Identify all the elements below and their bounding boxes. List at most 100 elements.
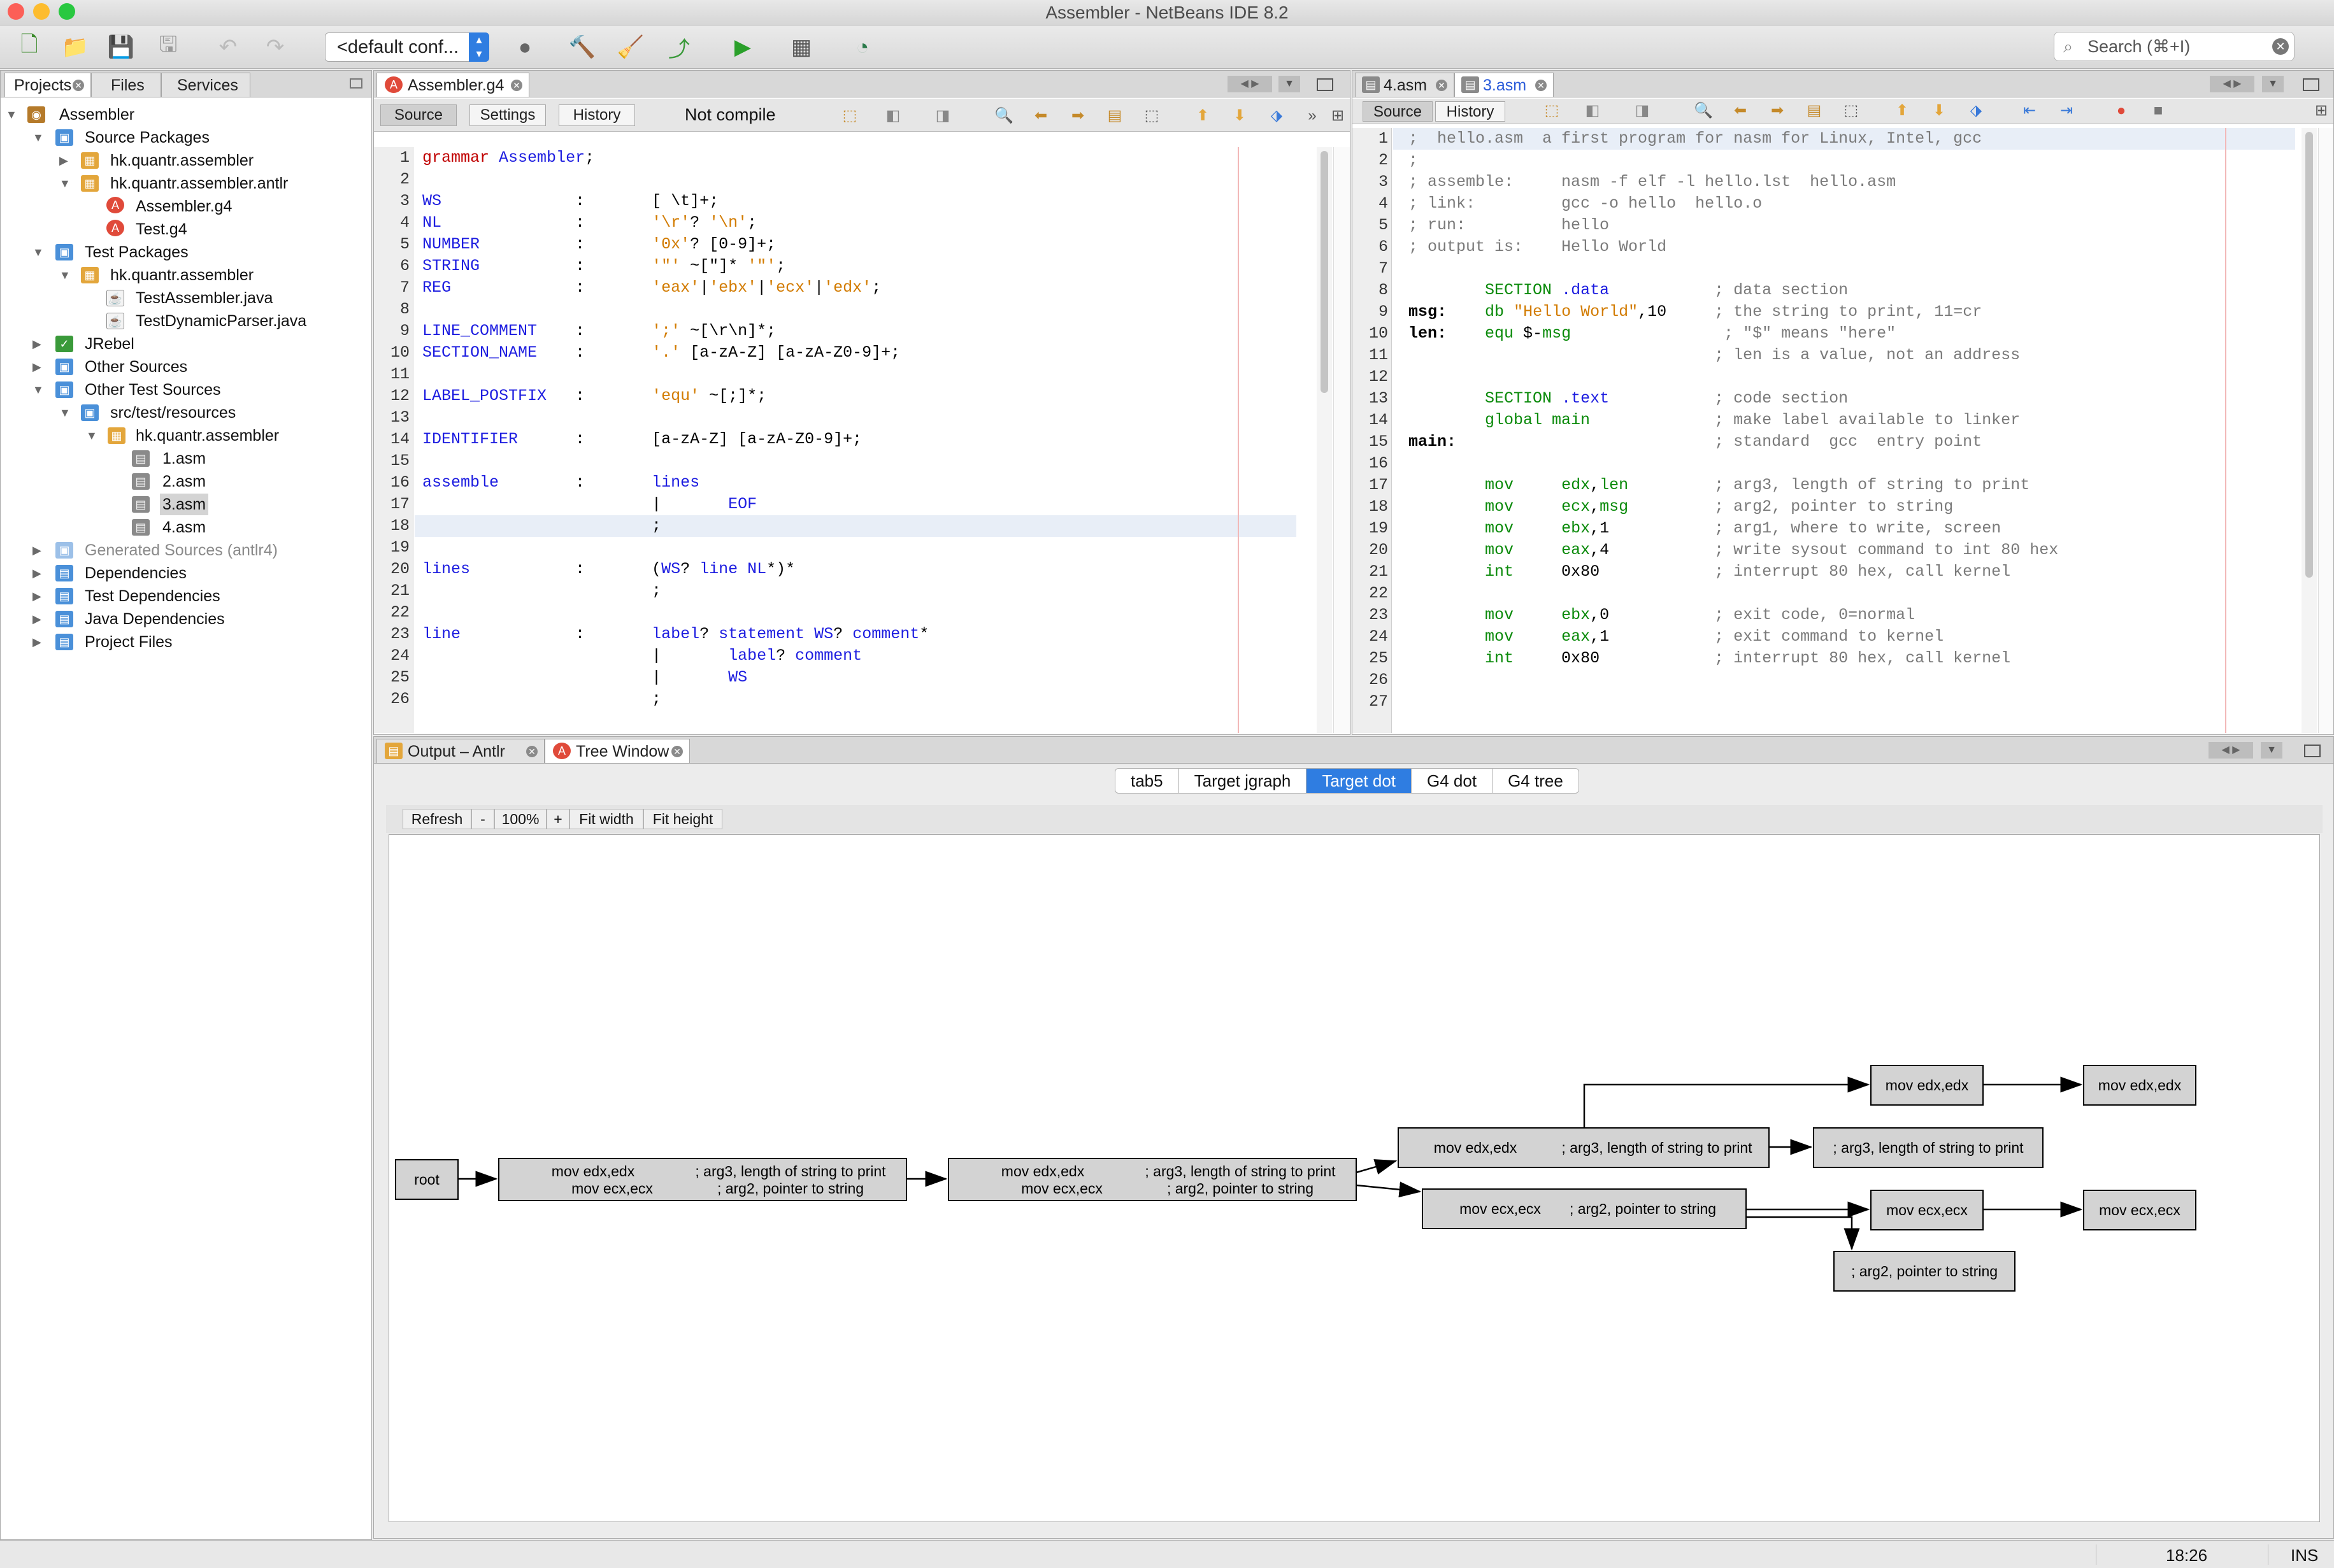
show-opened-documents-icon[interactable]: ▼ [2261, 742, 2282, 759]
graph-node[interactable] [1422, 1188, 1747, 1229]
scroll-left-icon[interactable]: ◀ ▶ [2209, 742, 2253, 759]
close-window-button[interactable] [8, 3, 24, 20]
new-project-icon[interactable]: 📁 [61, 35, 89, 59]
refresh-button[interactable]: Refresh [403, 809, 471, 829]
forward-icon[interactable]: ◨ [935, 107, 950, 124]
clear-search-icon[interactable]: ✕ [2272, 38, 2289, 55]
clean-build-icon[interactable]: 🧹 [617, 35, 645, 59]
tree-item[interactable]: hk.quantr.assembler [110, 152, 254, 169]
graph-node[interactable] [1398, 1127, 1770, 1168]
tab-g4-dot[interactable]: G4 dot [1412, 769, 1493, 793]
tab-files[interactable]: Files [91, 73, 161, 97]
tree-item[interactable]: Other Sources [85, 358, 188, 376]
graph-node[interactable] [1833, 1251, 2015, 1292]
tree-item[interactable]: Assembler.g4 [136, 197, 233, 215]
toggle-highlight-icon[interactable]: ▤ [1107, 107, 1122, 124]
graph-node[interactable] [498, 1158, 907, 1201]
find-previous-icon[interactable]: ⬅ [1034, 107, 1048, 124]
source-button[interactable]: Source [380, 104, 457, 126]
graph-node[interactable] [2083, 1190, 2196, 1230]
tree-item[interactable]: Test Packages [85, 243, 189, 261]
open-project-icon[interactable]: 💾 [107, 35, 135, 59]
tree-item[interactable]: src/test/resources [110, 404, 236, 422]
graph-node[interactable] [1870, 1190, 1984, 1230]
scroll-left-icon[interactable]: ◀ ▶ [2210, 76, 2254, 92]
search-input[interactable]: ⌕ Search (⌘+I) ✕ [2054, 32, 2295, 61]
back-icon[interactable]: ◧ [1585, 102, 1600, 119]
zoom-in-button[interactable]: + [547, 809, 569, 829]
record-macro-icon[interactable]: ● [2116, 102, 2126, 119]
graph-node[interactable] [395, 1159, 459, 1200]
tab-services[interactable]: Services [161, 73, 250, 97]
toggle-rect-select-icon[interactable]: ⬚ [1144, 107, 1159, 124]
globe-icon[interactable]: ● [518, 34, 532, 59]
scrollbar-thumb[interactable] [1321, 151, 1328, 393]
shift-left-icon[interactable]: ⇤ [2023, 102, 2037, 119]
minimize-panel-icon[interactable] [350, 78, 362, 89]
find-icon[interactable]: 🔍 [994, 107, 1013, 124]
tree-item[interactable]: Assembler [59, 106, 135, 124]
shift-right-icon[interactable]: ⇥ [2059, 102, 2073, 119]
close-icon[interactable]: ✕ [511, 80, 522, 91]
redo-icon[interactable]: ↷ [266, 35, 285, 59]
next-bookmark-icon[interactable]: ⬇ [1233, 107, 1247, 124]
fit-width-button[interactable]: Fit width [569, 809, 643, 829]
collapse-arrow-icon[interactable]: ▶ [32, 590, 41, 602]
tree-item[interactable]: 2.asm [162, 473, 206, 490]
close-icon[interactable]: ✕ [1436, 80, 1447, 91]
tree-item[interactable]: Generated Sources (antlr4) [85, 541, 278, 559]
new-file-icon[interactable]: 🗋 [20, 32, 38, 57]
minimize-window-button[interactable] [33, 3, 50, 20]
tree-item[interactable]: hk.quantr.assembler [136, 427, 280, 445]
scrollbar-thumb[interactable] [2305, 132, 2313, 578]
code-area[interactable]: grammar Assembler; WS : [ \t]+; NL : '\r… [415, 147, 1300, 733]
build-hammer-icon[interactable]: 🔨 [568, 35, 596, 59]
settings-button[interactable]: Settings [469, 104, 546, 126]
history-button[interactable]: History [1435, 101, 1505, 122]
find-next-icon[interactable]: ➡ [1770, 102, 1784, 119]
find-next-icon[interactable]: ➡ [1071, 107, 1085, 124]
profile-icon[interactable]: ◔ [856, 34, 870, 59]
tree-item[interactable]: hk.quantr.assembler.antlr [110, 175, 289, 192]
expand-arrow-icon[interactable]: ▼ [32, 131, 44, 144]
tab-3-asm[interactable]: ▤ 3.asm ✕ [1454, 73, 1554, 97]
history-button[interactable]: History [559, 104, 635, 126]
graph-canvas[interactable]: root mov edx,edx ; arg3, length of strin… [389, 834, 2320, 1522]
maximize-window-icon[interactable] [2304, 745, 2321, 757]
prev-bookmark-icon[interactable]: ⬆ [1895, 102, 1909, 119]
scroll-left-icon[interactable]: ◀ ▶ [1228, 76, 1272, 92]
save-all-icon[interactable]: 🖫 [159, 32, 178, 57]
tree-item[interactable]: hk.quantr.assembler [110, 266, 254, 284]
close-icon[interactable]: ✕ [671, 746, 683, 757]
tree-item[interactable]: TestAssembler.java [136, 289, 273, 307]
expand-arrow-icon[interactable]: ▼ [32, 383, 44, 396]
vertical-scrollbar[interactable] [2302, 128, 2317, 733]
last-edit-icon[interactable]: ⬚ [842, 107, 857, 124]
tree-item[interactable]: Test.g4 [136, 220, 187, 238]
deploy-icon[interactable]: ⤴ [668, 37, 690, 62]
split-icon[interactable]: ⊞ [1331, 107, 1345, 124]
maximize-window-icon[interactable] [2303, 78, 2319, 91]
expand-arrow-icon[interactable]: ▼ [32, 246, 44, 259]
zoom-out-button[interactable]: - [471, 809, 494, 829]
graph-node[interactable] [1813, 1127, 2044, 1168]
toggle-bookmark-icon[interactable]: ⬗ [1270, 107, 1283, 124]
collapse-arrow-icon[interactable]: ▶ [32, 338, 41, 350]
find-icon[interactable]: 🔍 [1694, 102, 1713, 119]
expand-arrow-icon[interactable]: ▼ [59, 406, 71, 419]
prev-bookmark-icon[interactable]: ⬆ [1196, 107, 1210, 124]
tree-item[interactable]: Dependencies [85, 564, 187, 582]
tab-tree-window[interactable]: A Tree Window ✕ [545, 739, 690, 763]
debug-icon[interactable]: ▦ [791, 35, 812, 59]
tree-item[interactable]: Source Packages [85, 129, 210, 146]
next-bookmark-icon[interactable]: ⬇ [1932, 102, 1946, 119]
tree-item[interactable]: Java Dependencies [85, 610, 225, 628]
tab-target-dot[interactable]: Target dot [1307, 769, 1412, 793]
graph-node[interactable] [2083, 1065, 2196, 1106]
maximize-window-icon[interactable] [1317, 78, 1333, 91]
expand-arrow-icon[interactable]: ▼ [86, 429, 97, 442]
tree-item[interactable]: 1.asm [162, 450, 206, 467]
tab-target-jgraph[interactable]: Target jgraph [1179, 769, 1307, 793]
tree-item[interactable]: TestDynamicParser.java [136, 312, 307, 330]
close-icon[interactable]: ✕ [1535, 80, 1547, 91]
